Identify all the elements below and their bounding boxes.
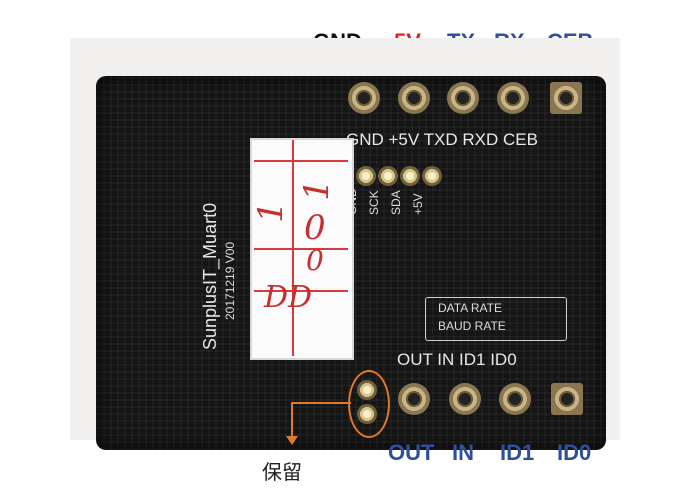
pad-5v xyxy=(398,82,430,114)
pad-id1 xyxy=(499,383,531,415)
mini-pad-sda xyxy=(400,166,420,186)
silk-model: SunplusIT_Muart0 xyxy=(200,202,220,350)
mini-pad-5v xyxy=(422,166,442,186)
pin-label-id1: ID1 xyxy=(500,440,535,465)
pad-gnd xyxy=(348,82,380,114)
reserved-highlight-ellipse xyxy=(348,370,390,438)
hand-digit-1b: 1 xyxy=(296,179,337,201)
header-silkscreen: GND +5V TXD RXD CEB xyxy=(346,130,538,149)
silk-baud-rate: BAUD RATE xyxy=(438,319,506,333)
silk-sck: SCK xyxy=(367,190,381,215)
reserved-arrow-head xyxy=(286,436,298,445)
pin-label-id0: ID0 xyxy=(557,440,592,465)
hand-text-dd: DD xyxy=(264,280,313,315)
bottom-silkscreen: OUT IN ID1 ID0 xyxy=(397,350,517,369)
reserved-arrow-horizontal xyxy=(291,402,351,404)
rate-label-box: DATA RATE BAUD RATE xyxy=(425,297,567,341)
pad-id0 xyxy=(551,383,583,415)
mini-pad-sck xyxy=(378,166,398,186)
pin-label-in: IN xyxy=(452,440,474,465)
reserved-label: 保留 xyxy=(262,460,302,484)
hand-digit-0a: 0 xyxy=(304,208,326,248)
hand-digit-0b: 0 xyxy=(306,244,324,277)
silk-date: 20171219 V00 xyxy=(223,241,237,320)
mini-pad-gnd xyxy=(356,166,376,186)
silk-data-rate: DATA RATE xyxy=(438,301,503,315)
handwritten-sticker: 1 1 0 0 DD xyxy=(250,138,354,360)
reserved-arrow-vertical xyxy=(291,402,293,438)
pin-label-out: OUT xyxy=(388,440,435,465)
silk-5v: +5V xyxy=(411,193,425,215)
pad-in xyxy=(449,383,481,415)
pad-rx xyxy=(497,82,529,114)
pad-ceb xyxy=(550,82,582,114)
silk-sda: SDA xyxy=(389,190,403,215)
pad-tx xyxy=(447,82,479,114)
pad-out xyxy=(398,383,430,415)
hand-digit-1a: 1 xyxy=(250,201,291,223)
